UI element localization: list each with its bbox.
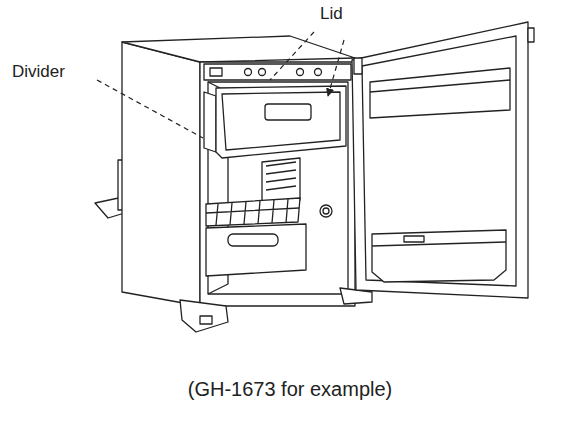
control-knob — [297, 69, 304, 76]
part-label: Lid — [318, 4, 345, 23]
control-knob — [315, 69, 322, 76]
cabinet-top — [122, 36, 355, 62]
lid — [216, 86, 346, 158]
thermostat-knob — [320, 205, 332, 217]
leader-arrow — [328, 40, 344, 96]
door-liner — [362, 36, 516, 286]
lid-handle — [265, 104, 311, 120]
control-knob — [259, 69, 266, 76]
bin-clip — [404, 236, 424, 242]
door — [352, 22, 528, 298]
leader-line — [270, 32, 314, 80]
part-label: Divider — [10, 62, 67, 81]
latch — [210, 68, 222, 76]
lid-inner — [222, 92, 340, 150]
thermostat-knob-inner — [323, 208, 329, 214]
shelf-wires — [206, 199, 299, 225]
foot-slot — [200, 316, 212, 324]
crisper-drawer — [206, 224, 306, 276]
hinge — [354, 58, 362, 74]
wire-shelf — [206, 198, 300, 226]
cabinet-front — [200, 62, 355, 306]
leader-line — [97, 80, 203, 138]
door-shelf-rim — [370, 80, 510, 92]
door-bin — [372, 230, 506, 282]
door-catch — [528, 28, 534, 42]
drawer-handle — [228, 234, 278, 246]
door-shelf — [370, 68, 510, 118]
divider — [204, 92, 216, 152]
cabinet-side — [122, 42, 200, 306]
foot — [180, 300, 228, 332]
control-knob — [245, 69, 252, 76]
rack — [262, 158, 300, 204]
rack-bars — [266, 162, 296, 190]
door-bin-rim — [372, 242, 506, 246]
caption: (GH-1673 for example) — [186, 378, 395, 400]
